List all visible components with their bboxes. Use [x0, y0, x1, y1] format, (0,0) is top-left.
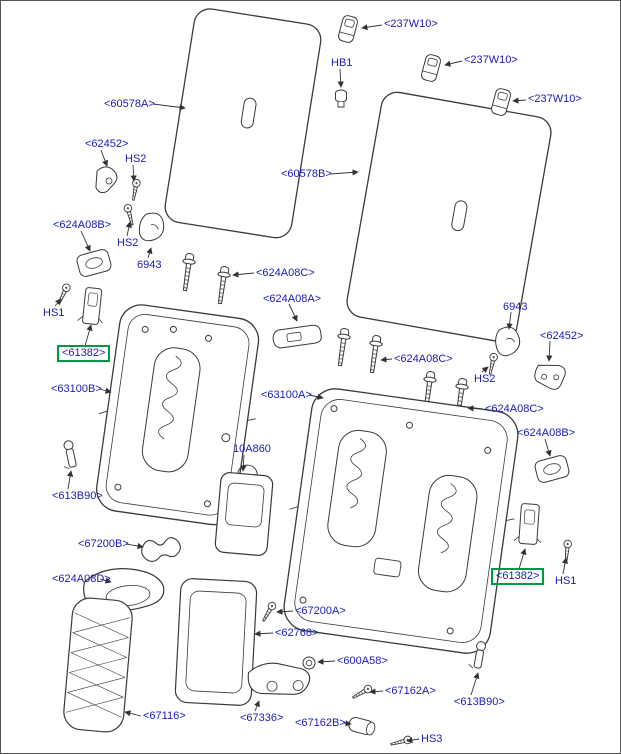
part-label-hs2-9[interactable]: HS2	[117, 237, 139, 249]
part-label-600a58-31[interactable]: <600A58>	[337, 655, 388, 667]
part-label-60578a-4[interactable]: <60578A>	[104, 98, 155, 110]
part-bracket-67336	[247, 662, 311, 695]
part-label-hs1-27[interactable]: HS1	[555, 575, 577, 587]
part-label-63100a-20[interactable]: <63100A>	[261, 389, 312, 401]
part-label-237w10-2[interactable]: <237W10>	[464, 54, 518, 66]
part-label-61382-26[interactable]: <61382>	[491, 568, 545, 585]
part-label-624a08b-22[interactable]: <624A08B>	[517, 427, 576, 439]
part-support-61382-right	[513, 503, 542, 545]
part-hb1-bumper	[335, 89, 347, 108]
part-label-62768-30[interactable]: <62768>	[275, 627, 319, 639]
part-label-67116-34[interactable]: <67116>	[143, 710, 186, 722]
part-seat-frame-right	[283, 388, 519, 654]
part-label-67200b-25[interactable]: <67200B>	[78, 538, 129, 550]
part-seat-back-panel-left	[164, 8, 322, 239]
part-label-624a08d-28[interactable]: <624A08D>	[52, 573, 111, 585]
part-label-67162a-32[interactable]: <67162A>	[385, 685, 436, 697]
part-label-613b90-33[interactable]: <613B90>	[454, 696, 505, 708]
part-label-10a860-23[interactable]: 10A860	[233, 443, 271, 455]
part-seat-frame-left	[95, 304, 260, 526]
part-label-63100b-19[interactable]: <63100B>	[51, 383, 102, 395]
part-support-61382-left	[77, 287, 103, 325]
part-clip-67200b	[141, 537, 181, 562]
part-label-hs2-6[interactable]: HS2	[125, 153, 147, 165]
leader-lines	[54, 24, 569, 744]
part-label-62452-5[interactable]: <62452>	[85, 138, 129, 150]
part-label-624a08a-12[interactable]: <624A08A>	[263, 293, 322, 305]
part-label-62452-16[interactable]: <62452>	[540, 330, 584, 342]
part-latch-624a08a	[272, 324, 322, 349]
part-access-panel-10a860	[214, 464, 274, 556]
part-label-61382-15[interactable]: <61382>	[57, 345, 111, 362]
part-label-6943-14[interactable]: 6943	[503, 301, 528, 313]
part-label-67162b-36[interactable]: <67162B>	[295, 717, 346, 729]
part-label-237w10-0[interactable]: <237W10>	[384, 18, 438, 30]
part-label-hs2-18[interactable]: HS2	[474, 373, 496, 385]
part-nut-600a58	[302, 656, 316, 670]
part-label-67336-35[interactable]: <67336>	[240, 712, 284, 724]
part-label-hs1-13[interactable]: HS1	[43, 307, 65, 319]
part-label-613b90-24[interactable]: <613B90>	[52, 490, 103, 502]
part-label-60578b-7[interactable]: <60578B>	[281, 168, 332, 180]
part-hinge-cover-6943-right	[495, 326, 521, 357]
part-label-237w10-3[interactable]: <237W10>	[528, 93, 582, 105]
part-label-624a08c-17[interactable]: <624A08C>	[394, 353, 453, 365]
part-label-hs3-37[interactable]: HS3	[421, 733, 443, 745]
part-hinge-cover-6943-left	[138, 212, 165, 242]
part-armrest-67116	[63, 597, 133, 733]
part-label-624a08b-8[interactable]: <624A08B>	[53, 219, 112, 231]
part-label-6943-10[interactable]: 6943	[137, 259, 162, 271]
part-label-67200a-29[interactable]: <67200A>	[295, 605, 346, 617]
part-label-624a08c-11[interactable]: <624A08C>	[256, 267, 315, 279]
part-panel-62768	[174, 578, 258, 706]
part-hinge-62452-right	[534, 364, 566, 390]
part-seat-back-panel-right	[346, 91, 552, 343]
part-hinge-62452-left	[95, 166, 118, 194]
part-label-624a08c-21[interactable]: <624A08C>	[485, 403, 544, 415]
part-label-hb1-1[interactable]: HB1	[331, 57, 353, 69]
